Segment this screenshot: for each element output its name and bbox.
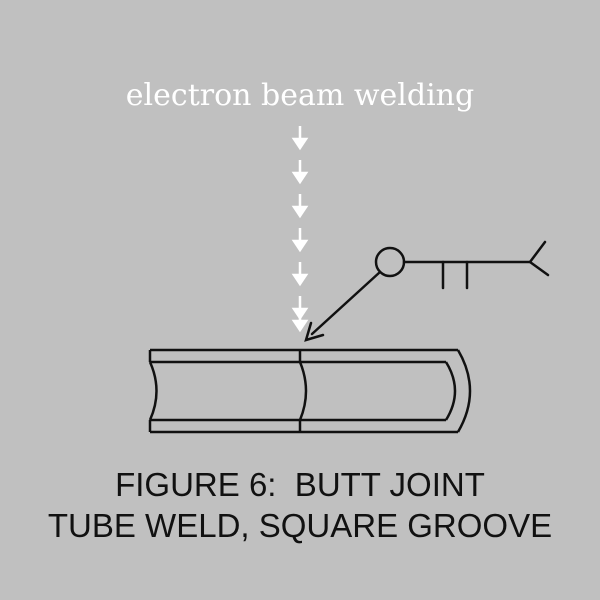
beam-label: electron beam welding <box>125 78 475 113</box>
tube-right-inner-arc <box>444 361 457 421</box>
beam-arrow-2 <box>291 160 309 185</box>
beam-arrow-5 <box>291 262 309 287</box>
tube-left-inner-arc <box>148 361 158 421</box>
beam-arrows <box>291 126 309 333</box>
beam-arrow-1 <box>291 126 309 151</box>
beam-arrow-6 <box>291 296 309 321</box>
beam-arrow-4 <box>291 228 309 253</box>
figure-caption-line2: TUBE WELD, SQUARE GROOVE <box>47 507 553 544</box>
weld-symbol <box>304 240 550 342</box>
leader-line <box>310 270 382 336</box>
joint-inner-arc <box>298 361 308 421</box>
beam-arrow-7 <box>291 318 309 333</box>
figure-caption-line1: FIGURE 6: BUTT JOINT <box>115 466 485 503</box>
leader-arrowhead <box>304 321 325 342</box>
tube <box>148 348 472 434</box>
tube-right-outer-arc <box>456 349 472 433</box>
tail <box>528 240 550 277</box>
beam-arrow-3 <box>291 194 309 219</box>
